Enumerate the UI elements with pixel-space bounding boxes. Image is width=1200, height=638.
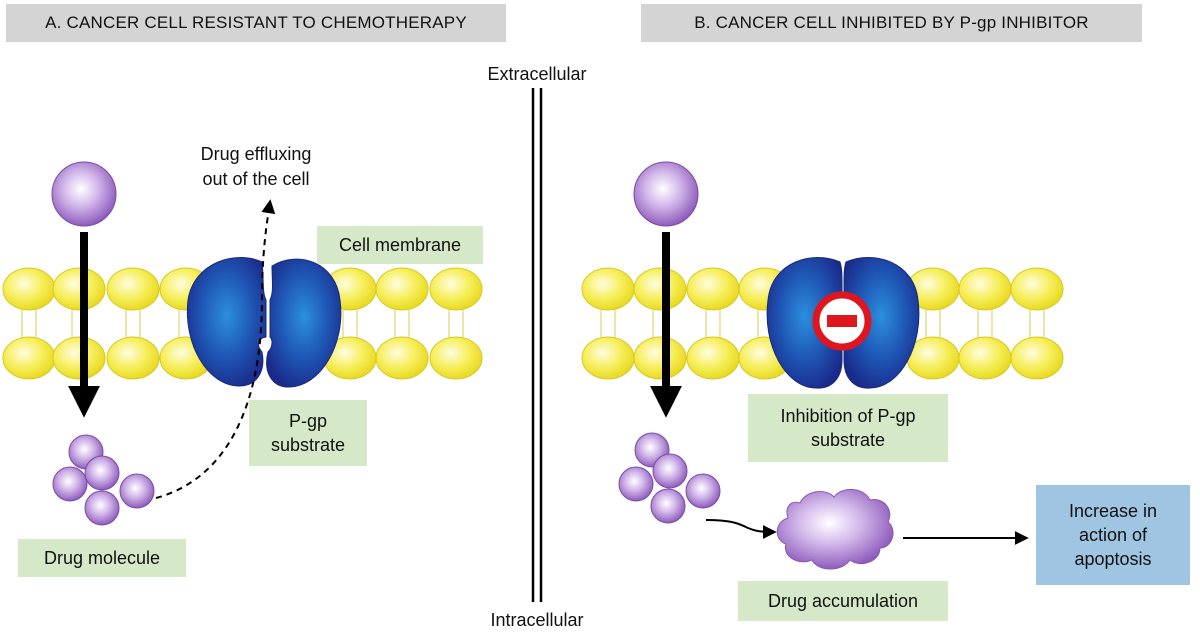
drug-accumulation-label: Drug accumulation (738, 581, 948, 621)
pgp-substrate-line2: substrate (270, 435, 346, 455)
drug-cluster-b (618, 432, 721, 524)
pgp-substrate-line1: P-gp (288, 410, 328, 431)
inhibition-line2: substrate (810, 430, 886, 450)
inhibition-label: Inhibition of P-gp substrate (748, 394, 948, 462)
drug-cluster-a (52, 434, 155, 526)
efflux-arrow (155, 199, 276, 499)
intracellular-label: Intracellular (490, 610, 584, 630)
panel-b-title: B. CANCER CELL INHIBITED BY P-gp INHIBIT… (641, 4, 1142, 42)
efflux-label-line2: out of the cell (202, 169, 310, 190)
apoptosis-line1: Increase in (1068, 500, 1158, 521)
apoptosis-line3: apoptosis (1074, 549, 1152, 570)
apoptosis-box: Increase in action of apoptosis (1036, 485, 1190, 585)
membrane-b (581, 267, 1064, 380)
drug-molecule-top-b (633, 161, 699, 227)
apoptosis-line2: action of (1078, 524, 1148, 545)
lipid-tails-b (600, 310, 1045, 338)
inhibitor-icon (812, 291, 872, 351)
pgp-substrate-label: P-gp substrate (249, 400, 367, 466)
pgp-transporter-closed (766, 257, 920, 389)
drug-molecule-top-a (51, 161, 117, 227)
inhibition-line1: Inhibition of P-gp (780, 405, 916, 426)
pgp-transporter-open (186, 257, 342, 388)
drug-molecule-label: Drug molecule (18, 539, 186, 577)
extracellular-label: Extracellular (487, 64, 587, 84)
drug-accumulation-cloud (776, 489, 894, 570)
cell-membrane-label: Cell membrane (317, 226, 483, 264)
efflux-label: Drug effluxing out of the cell (176, 142, 336, 192)
accumulation-arrow (705, 519, 777, 539)
efflux-label-line1: Drug effluxing (200, 144, 312, 164)
lipid-heads-b (581, 267, 1064, 380)
panel-a-title: A. CANCER CELL RESISTANT TO CHEMOTHERAPY (6, 4, 506, 42)
